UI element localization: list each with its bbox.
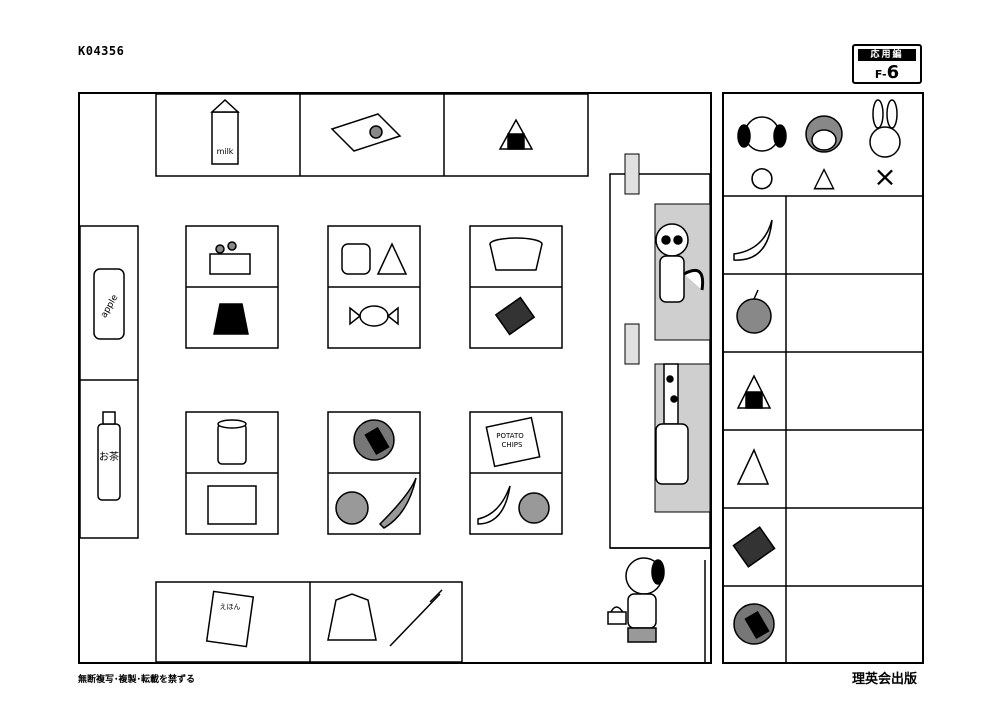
svg-text:CHIPS: CHIPS [502, 441, 523, 449]
ice-cream-cup-icon [489, 237, 543, 271]
left-shelf [79, 225, 139, 539]
chocolate-icon [494, 296, 536, 336]
bread-sandwich-icon [341, 242, 408, 275]
cross-symbol: × [873, 160, 897, 193]
onigiri-icon [736, 374, 772, 409]
rice-cracker-icon [733, 603, 775, 645]
banana-icon [733, 219, 773, 261]
worksheet-code: K04356 [78, 44, 125, 58]
dog-icon [737, 116, 787, 152]
badge-label: 応用編 [858, 49, 916, 61]
svg-text:POTATO: POTATO [496, 432, 524, 440]
tea-bottle-icon: お茶 [97, 411, 121, 501]
publisher-name: 理英会出版 [852, 672, 918, 687]
level-badge: 応用編 F-6 [852, 44, 922, 84]
store-map: milk apple お茶 [78, 92, 712, 664]
store-map-drawing: milk apple お茶 [79, 93, 711, 663]
top-shelf [155, 93, 589, 177]
banana-apple-icon [477, 485, 550, 525]
svg-text:milk: milk [217, 147, 234, 156]
picture-book-icon: えほん [205, 590, 255, 648]
apple-icon [736, 289, 772, 334]
svg-text:えほん: えほん [220, 603, 241, 611]
chocolate-icon [732, 526, 776, 568]
pudding-icon [213, 303, 249, 335]
copyright-notice: 無断複写･複製･転載を禁ずる [78, 675, 196, 685]
notepad-icon [207, 485, 257, 525]
cake-icon [209, 241, 251, 275]
apple-can-icon: apple [93, 268, 125, 340]
potato-chips-icon: POTATO CHIPS [485, 416, 541, 468]
dog-shopper-icon [607, 557, 665, 643]
canned-food-icon [217, 419, 247, 465]
badge-number: F-6 [874, 62, 900, 83]
circle-symbol: ○ [749, 160, 775, 193]
tomato-cucumber-icon [335, 477, 417, 529]
monkey-icon [805, 115, 843, 153]
rabbit-icon [869, 99, 901, 158]
triangle-symbol: △ [813, 160, 835, 193]
rice-cracker-icon [353, 419, 395, 461]
raincoat-umbrella-icon [327, 589, 443, 647]
svg-text:お茶: お茶 [99, 450, 119, 463]
onigiri-icon [498, 118, 534, 150]
answer-panel: ○ △ × [722, 92, 924, 664]
bottom-shelf [155, 581, 463, 663]
bento-box-icon [330, 113, 402, 152]
sandwich-icon [736, 448, 770, 485]
answer-panel-drawing [724, 99, 922, 662]
milk-carton-icon: milk [210, 98, 240, 165]
giraffe-cashier-icon [655, 363, 689, 485]
raccoon-dog-cashier-icon [655, 223, 705, 303]
candy-icon [349, 305, 399, 327]
